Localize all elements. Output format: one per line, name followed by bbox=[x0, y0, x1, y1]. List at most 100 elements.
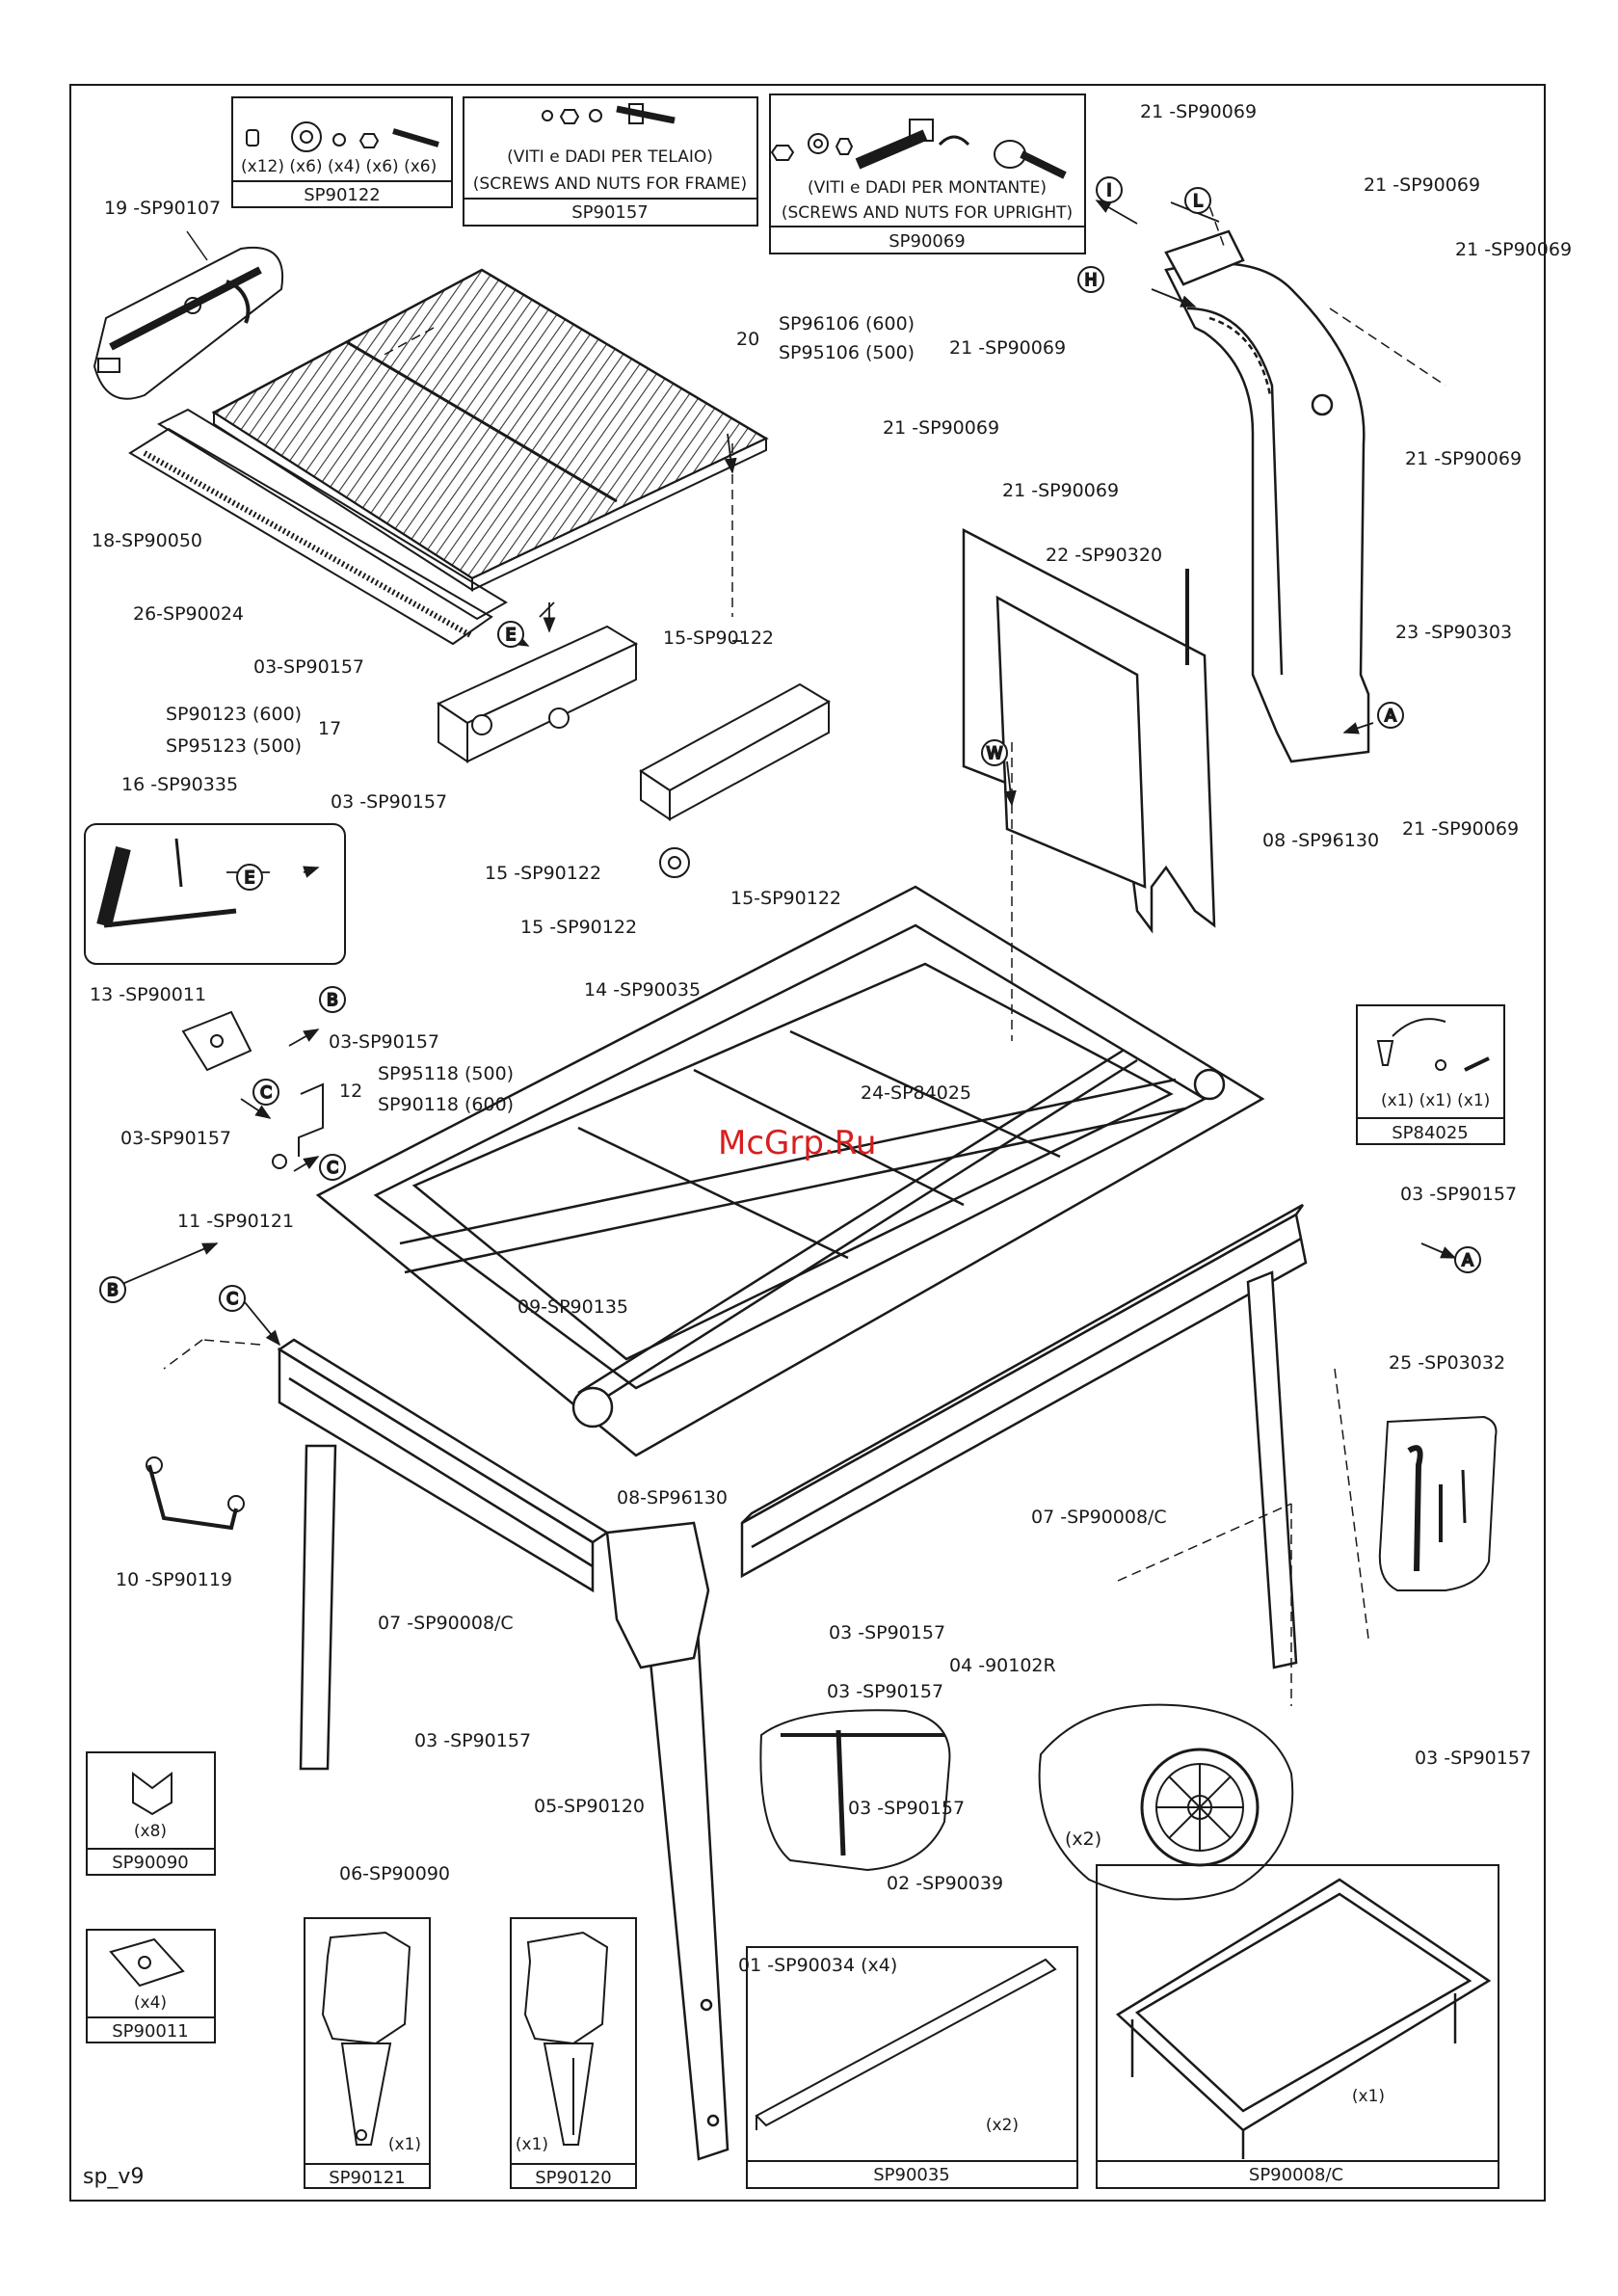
kit-code: SP90157 bbox=[571, 202, 649, 223]
callout: 17 bbox=[318, 718, 341, 739]
callout: 02 -SP90039 bbox=[887, 1873, 1003, 1894]
kit-box-sp90120: (x1) SP90120 bbox=[510, 1917, 637, 2189]
callout: 08-SP96130 bbox=[617, 1487, 728, 1508]
callout: 03-SP90157 bbox=[329, 1031, 439, 1053]
callout: 15-SP90122 bbox=[663, 627, 774, 649]
callout: 03-SP90157 bbox=[120, 1128, 231, 1149]
callout: 09-SP90135 bbox=[517, 1296, 628, 1318]
callout: 23 -SP90303 bbox=[1395, 622, 1512, 643]
callout: SP95106 (500) bbox=[779, 342, 915, 363]
callout: 21 -SP90069 bbox=[949, 337, 1066, 359]
svg-text:A: A bbox=[1462, 1251, 1473, 1270]
protractor-guide-drawing bbox=[93, 230, 284, 400]
callout: SP90123 (600) bbox=[166, 704, 302, 725]
marker-l: L bbox=[1184, 187, 1211, 214]
callout: (x2) bbox=[1065, 1829, 1101, 1850]
marker-e-handle: E bbox=[236, 864, 263, 891]
callout: 21 -SP90069 bbox=[883, 417, 999, 439]
svg-text:B: B bbox=[107, 1281, 119, 1300]
kit-line2: (SCREWS AND NUTS FOR UPRIGHT) bbox=[782, 203, 1073, 223]
callout: SP90118 (600) bbox=[378, 1094, 514, 1115]
marker-h: H bbox=[1077, 266, 1104, 293]
kit-code: SP90122 bbox=[304, 185, 381, 205]
callout: 10 -SP90119 bbox=[116, 1569, 232, 1590]
kit-box-sp90157: (VITI e DADI PER TELAIO) (SCREWS AND NUT… bbox=[463, 96, 758, 227]
kit-box-sp90011: (x4) SP90011 bbox=[86, 1929, 216, 2043]
svg-text:I: I bbox=[1106, 181, 1111, 200]
drawing-border bbox=[69, 84, 1546, 2202]
callout: 03 -SP90157 bbox=[829, 1622, 945, 1643]
callout: 12 bbox=[339, 1081, 362, 1102]
callout: 03 -SP90157 bbox=[1400, 1184, 1517, 1205]
callout: 11 -SP90121 bbox=[177, 1211, 294, 1232]
callout: 03 -SP90157 bbox=[414, 1730, 531, 1751]
kit-box-sp90035: (x2) SP90035 bbox=[746, 1946, 1078, 2189]
kit-code: SP90069 bbox=[889, 231, 966, 252]
marker-w: W bbox=[981, 739, 1008, 766]
callout: 04 -90102R bbox=[949, 1655, 1056, 1676]
kit-box-sp90008c: (x1) SP90008/C bbox=[1096, 1864, 1499, 2189]
callout: 03 -SP90157 bbox=[827, 1681, 943, 1702]
marker-b-top: B bbox=[319, 986, 346, 1013]
callout: 03 -SP90157 bbox=[331, 791, 447, 813]
kit-box-sp90069: (VITI e DADI PER MONTANTE) (SCREWS AND N… bbox=[769, 93, 1086, 254]
fastener-icons bbox=[542, 103, 676, 124]
kit-code: SP90121 bbox=[329, 2168, 406, 2188]
svg-text:A: A bbox=[1385, 707, 1396, 726]
graduated-fence-rail bbox=[128, 408, 508, 646]
svg-text:B: B bbox=[327, 991, 338, 1010]
callout: 25 -SP03032 bbox=[1389, 1352, 1505, 1374]
kit-line2: (SCREWS AND NUTS FOR FRAME) bbox=[473, 174, 747, 194]
callout: 26-SP90024 bbox=[133, 603, 244, 625]
sliding-table-top bbox=[211, 268, 769, 592]
marker-b-left: B bbox=[99, 1276, 126, 1303]
kit-qty: (x1) bbox=[516, 2135, 548, 2154]
marker-c-left: C bbox=[219, 1285, 246, 1312]
callout: 07 -SP90008/C bbox=[378, 1613, 514, 1634]
frame-legs bbox=[299, 1270, 1298, 2161]
frame-side-rails bbox=[277, 1203, 1308, 1593]
svg-text:E: E bbox=[506, 626, 517, 645]
frame-kit-icon bbox=[1115, 1878, 1492, 2159]
svg-text:E: E bbox=[245, 868, 255, 888]
kit-code: SP90008/C bbox=[1249, 2165, 1343, 2185]
kit-qty: (x1) bbox=[1352, 2087, 1385, 2106]
kit-box-sp90090: (x8) SP90090 bbox=[86, 1751, 216, 1876]
kit-qty: (x8) bbox=[134, 1822, 167, 1841]
watermark-text: McGrp.Ru bbox=[718, 1124, 876, 1162]
kit-code: SP90120 bbox=[535, 2168, 612, 2188]
kit-box-sp90122: (x12) (x6) (x4) (x6) (x6) SP90122 bbox=[231, 96, 453, 208]
sheet-id: sp_v9 bbox=[83, 2165, 144, 2189]
svg-text:W: W bbox=[987, 744, 1003, 763]
marker-a-right: A bbox=[1454, 1246, 1481, 1273]
callout: 24-SP84025 bbox=[861, 1082, 971, 1104]
callout: 08 -SP96130 bbox=[1262, 830, 1379, 851]
callout: 21 -SP90069 bbox=[1364, 174, 1480, 196]
marker-c-1: C bbox=[252, 1079, 279, 1106]
callout: 21 -SP90069 bbox=[1002, 480, 1119, 501]
main-frame-assembly bbox=[315, 885, 1265, 1457]
table-carriage bbox=[436, 625, 831, 878]
wrench-kit-bubble bbox=[1378, 1415, 1498, 1591]
callout: SP95118 (500) bbox=[378, 1063, 514, 1084]
svg-text:C: C bbox=[327, 1159, 338, 1178]
svg-text:C: C bbox=[260, 1083, 272, 1103]
kit-box-sp90121: (x1) SP90121 bbox=[304, 1917, 431, 2189]
callout: 13 -SP90011 bbox=[90, 984, 206, 1005]
corner-bracket-icon bbox=[321, 1931, 411, 2146]
svg-text:H: H bbox=[1085, 271, 1098, 290]
kit-code: SP90011 bbox=[112, 2021, 189, 2042]
callout: 20 bbox=[736, 329, 759, 350]
cutting-head-upright bbox=[1164, 229, 1370, 763]
kit-qty: (x1) bbox=[388, 2135, 421, 2154]
callout: 22 -SP90320 bbox=[1046, 545, 1162, 566]
assembly-leader-lines bbox=[163, 192, 1446, 1706]
kit-line1: (VITI e DADI PER MONTANTE) bbox=[808, 178, 1047, 198]
kit-code: SP84025 bbox=[1392, 1123, 1469, 1143]
callout: 19 -SP90107 bbox=[104, 198, 221, 219]
callout: 01 -SP90034 (x4) bbox=[738, 1955, 897, 1976]
splash-guard-board bbox=[962, 527, 1216, 934]
callout: 03-SP90157 bbox=[253, 656, 364, 678]
sensor-kit-icons bbox=[1376, 1018, 1490, 1072]
callout: 15 -SP90122 bbox=[485, 863, 601, 884]
